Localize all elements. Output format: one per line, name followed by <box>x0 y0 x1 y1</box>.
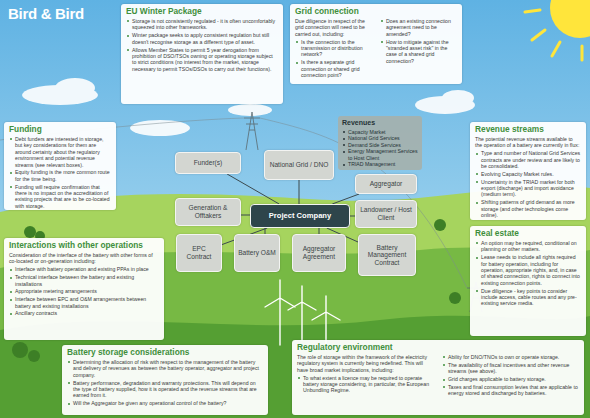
bullet-item: Energy Management Services to Host Clien… <box>342 148 418 161</box>
bullet-item: Is there a separate grid connection or s… <box>295 59 372 78</box>
party-box: Aggregator <box>355 174 417 194</box>
party-box: Battery O&M <box>234 234 280 272</box>
bullet-item: National Grid Services <box>342 135 418 142</box>
box-label: Battery O&M <box>238 249 276 257</box>
party-box: National Grid / DNO <box>264 150 334 180</box>
box-label: Project Company <box>269 212 331 221</box>
panel-heading: Funding <box>9 125 111 134</box>
panel-heading: Regulatory environment <box>297 343 579 352</box>
tree <box>449 292 461 304</box>
box-label: Generation & Offtakers <box>178 204 238 219</box>
bullet-item: Technical interface between the battery … <box>9 274 159 287</box>
bullet-item: Shifting patterns of grid demand as more… <box>475 199 581 218</box>
info-panel: Battery storage considerationsDeterminin… <box>62 345 268 415</box>
bullet-item: Winter package seeks to apply consistent… <box>126 32 278 45</box>
cloud <box>55 78 95 98</box>
panel-heading: Grid connection <box>295 7 457 16</box>
box-label: EPC Contract <box>179 245 219 260</box>
revenues-box: RevenuesCapacity MarketNational Grid Ser… <box>338 116 422 170</box>
bullet-item: Does an existing connection agreement ne… <box>380 18 457 37</box>
wind-turbine <box>265 280 295 345</box>
box-label: Aggregator Agreement <box>295 245 343 260</box>
bullet-item: Is the connection to the transmission or… <box>295 39 372 58</box>
cloud <box>130 120 190 136</box>
panel-text: The potential revenue streams available … <box>475 136 581 149</box>
info-panel: Revenue streamsThe potential revenue str… <box>470 122 586 220</box>
bullet-item: Storage is not consistently regulated - … <box>126 18 278 31</box>
bullet-item: Uncertainty in the TRIAD market for both… <box>475 179 581 198</box>
party-box: Generation & Offtakers <box>175 198 241 226</box>
tree <box>434 219 446 231</box>
bullet-item: Evolving Capacity Market rules. <box>475 171 581 177</box>
info-panel: Regulatory environmentThe role of storag… <box>292 340 584 415</box>
bullet-item: Lease needs to include all rights requir… <box>475 254 581 286</box>
bullet-item: Interface with battery operation and exi… <box>9 266 159 272</box>
info-panel: Grid connectionDue diligence in respect … <box>290 4 462 84</box>
panel-text: Due diligence in respect of the grid con… <box>295 18 372 37</box>
bullet-item: Grid charges applicable to battery stora… <box>442 376 579 382</box>
panel-heading: Battery storage considerations <box>67 348 263 357</box>
bullet-item: Interface between EPC and O&M arrangemen… <box>9 296 159 309</box>
cloud <box>442 90 474 106</box>
bullet-item: The availability of fiscal incentives an… <box>442 362 579 375</box>
bullet-item: Appropriate metering arrangements <box>9 288 159 294</box>
box-label: Landowner / Host Client <box>358 206 414 221</box>
tree <box>28 350 40 362</box>
party-box: Funder(s) <box>175 152 241 174</box>
info-panel: EU Winter PackageStorage is not consiste… <box>121 4 283 104</box>
bullet-item: Will the Aggregator be given any operati… <box>67 400 263 406</box>
back-hill <box>0 186 590 418</box>
cloud <box>228 104 272 116</box>
panel-heading: Interactions with other operations <box>9 241 159 250</box>
sun <box>525 0 590 60</box>
panel-heading: Real estate <box>475 229 581 238</box>
box-label: Battery Management Contract <box>361 244 413 267</box>
bullet-item: Funding will require confirmation that t… <box>9 184 111 209</box>
party-box: EPC Contract <box>176 234 222 272</box>
logo-text: Bird & Bird <box>8 5 84 22</box>
wind-turbine <box>288 286 316 340</box>
panel-heading: Revenues <box>342 119 418 128</box>
box-label: National Grid / DNO <box>270 161 329 169</box>
info-panel: FundingDebt funders are interested in st… <box>4 122 116 210</box>
bullet-item: Debt funders are interested in storage, … <box>9 136 111 168</box>
connector-line <box>241 215 250 216</box>
bullet-item: Type and number of National Grid Service… <box>475 150 581 169</box>
bullet-item: Ability for DNO/TNOs to own or operate s… <box>442 354 579 360</box>
bullet-item: Determining the allocation of risk with … <box>67 359 263 378</box>
sun-disc <box>550 0 590 38</box>
party-box: Aggregator Agreement <box>292 234 346 272</box>
bullet-item: How to mitigate against the "stranded as… <box>380 39 457 64</box>
party-box: Landowner / Host Client <box>355 200 417 228</box>
bullet-item: Allows Member States to permit 5 year de… <box>126 47 278 72</box>
bullet-item: Taxes and final consumption levies that … <box>442 384 579 397</box>
info-panel: Real estate An option may be required, co… <box>470 226 586 336</box>
connector-line <box>299 180 300 204</box>
bullet-item: TRIAD Management <box>342 161 418 168</box>
info-panel: Interactions with other operationsConsid… <box>4 238 164 340</box>
sun-rays <box>525 10 582 60</box>
panel-text: Consideration of the interface of the ba… <box>9 252 159 265</box>
project-company-box: Project Company <box>250 204 350 228</box>
bullet-item: Battery performance, degradation and war… <box>67 380 263 399</box>
bullet-item: Capacity Market <box>342 129 418 136</box>
tree <box>12 342 28 358</box>
panel-text: The role of storage within the framework… <box>297 354 434 373</box>
bullet-item: Due diligence - key points to consider i… <box>475 288 581 307</box>
bullet-item: To what extent a licence may be required… <box>297 375 434 394</box>
panel-heading: Revenue streams <box>475 125 581 134</box>
power-wire <box>260 118 467 288</box>
bullet-item: An option may be required, conditional o… <box>475 240 581 253</box>
box-label: Aggregator <box>370 180 403 188</box>
bullet-item: Equity funding is the more common route … <box>9 169 111 182</box>
bullet-item: Ancillary contracts <box>9 310 159 316</box>
tree <box>24 226 36 238</box>
pylon <box>244 112 260 150</box>
box-label: Funder(s) <box>194 159 223 167</box>
party-box: Battery Management Contract <box>358 234 416 276</box>
bullet-item: Demand Side Services <box>342 142 418 149</box>
panel-heading: EU Winter Package <box>126 7 278 16</box>
